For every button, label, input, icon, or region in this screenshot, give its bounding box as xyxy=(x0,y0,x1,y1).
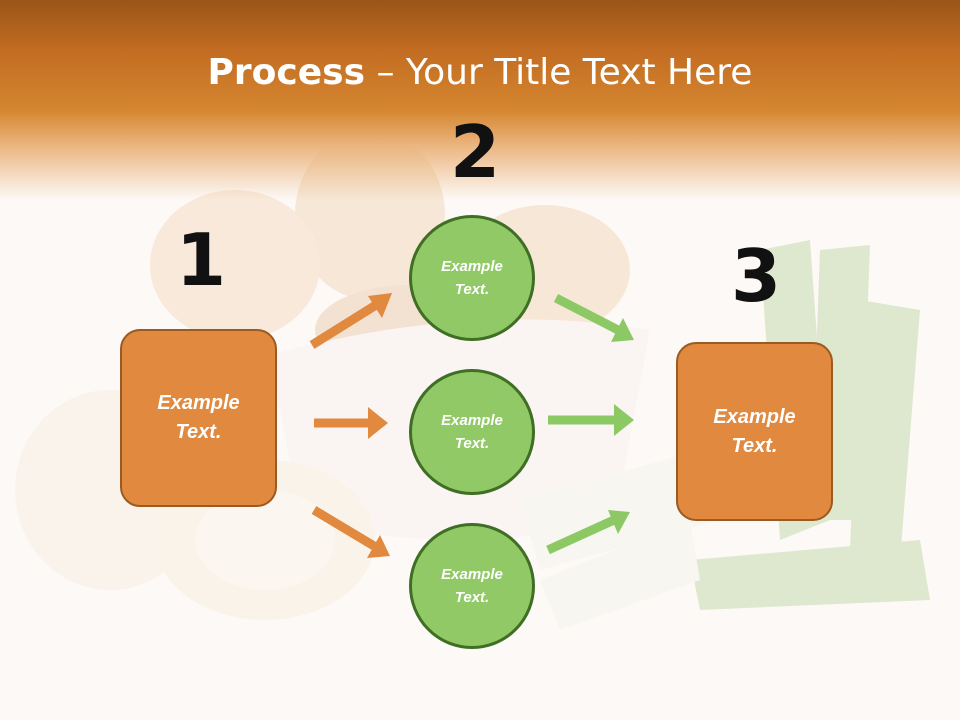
circle-middle-text: Example Text. xyxy=(441,412,503,452)
title-bold: Process xyxy=(207,52,366,93)
circle-bottom-text: Example Text. xyxy=(441,566,503,606)
step-2-circle-bottom: Example Text. xyxy=(409,523,535,649)
step-2-circle-middle: Example Text. xyxy=(409,369,535,495)
step-number-2: 2 xyxy=(450,110,501,194)
step-3-box: Example Text. xyxy=(676,342,833,521)
title-rest: – Your Title Text Here xyxy=(365,52,753,93)
arrow-circle-middle-to-3 xyxy=(548,404,634,436)
step-1-text: Example Text. xyxy=(157,392,240,443)
arrow-1-to-circle-middle xyxy=(314,407,388,439)
step-3-text: Example Text. xyxy=(713,405,796,457)
slide-title: Process – Your Title Text Here xyxy=(0,52,960,93)
step-number-1: 1 xyxy=(176,218,227,302)
arrow-1-to-circle-top xyxy=(309,293,392,349)
arrow-circle-bottom-to-3 xyxy=(546,510,630,555)
arrow-circle-top-to-3 xyxy=(553,294,634,342)
step-1-box: Example Text. xyxy=(120,329,277,507)
header-band xyxy=(0,0,960,200)
circle-top-text: Example Text. xyxy=(441,258,503,298)
arrow-1-to-circle-bottom xyxy=(311,506,390,558)
step-number-3: 3 xyxy=(731,234,782,318)
step-2-circle-top: Example Text. xyxy=(409,215,535,341)
